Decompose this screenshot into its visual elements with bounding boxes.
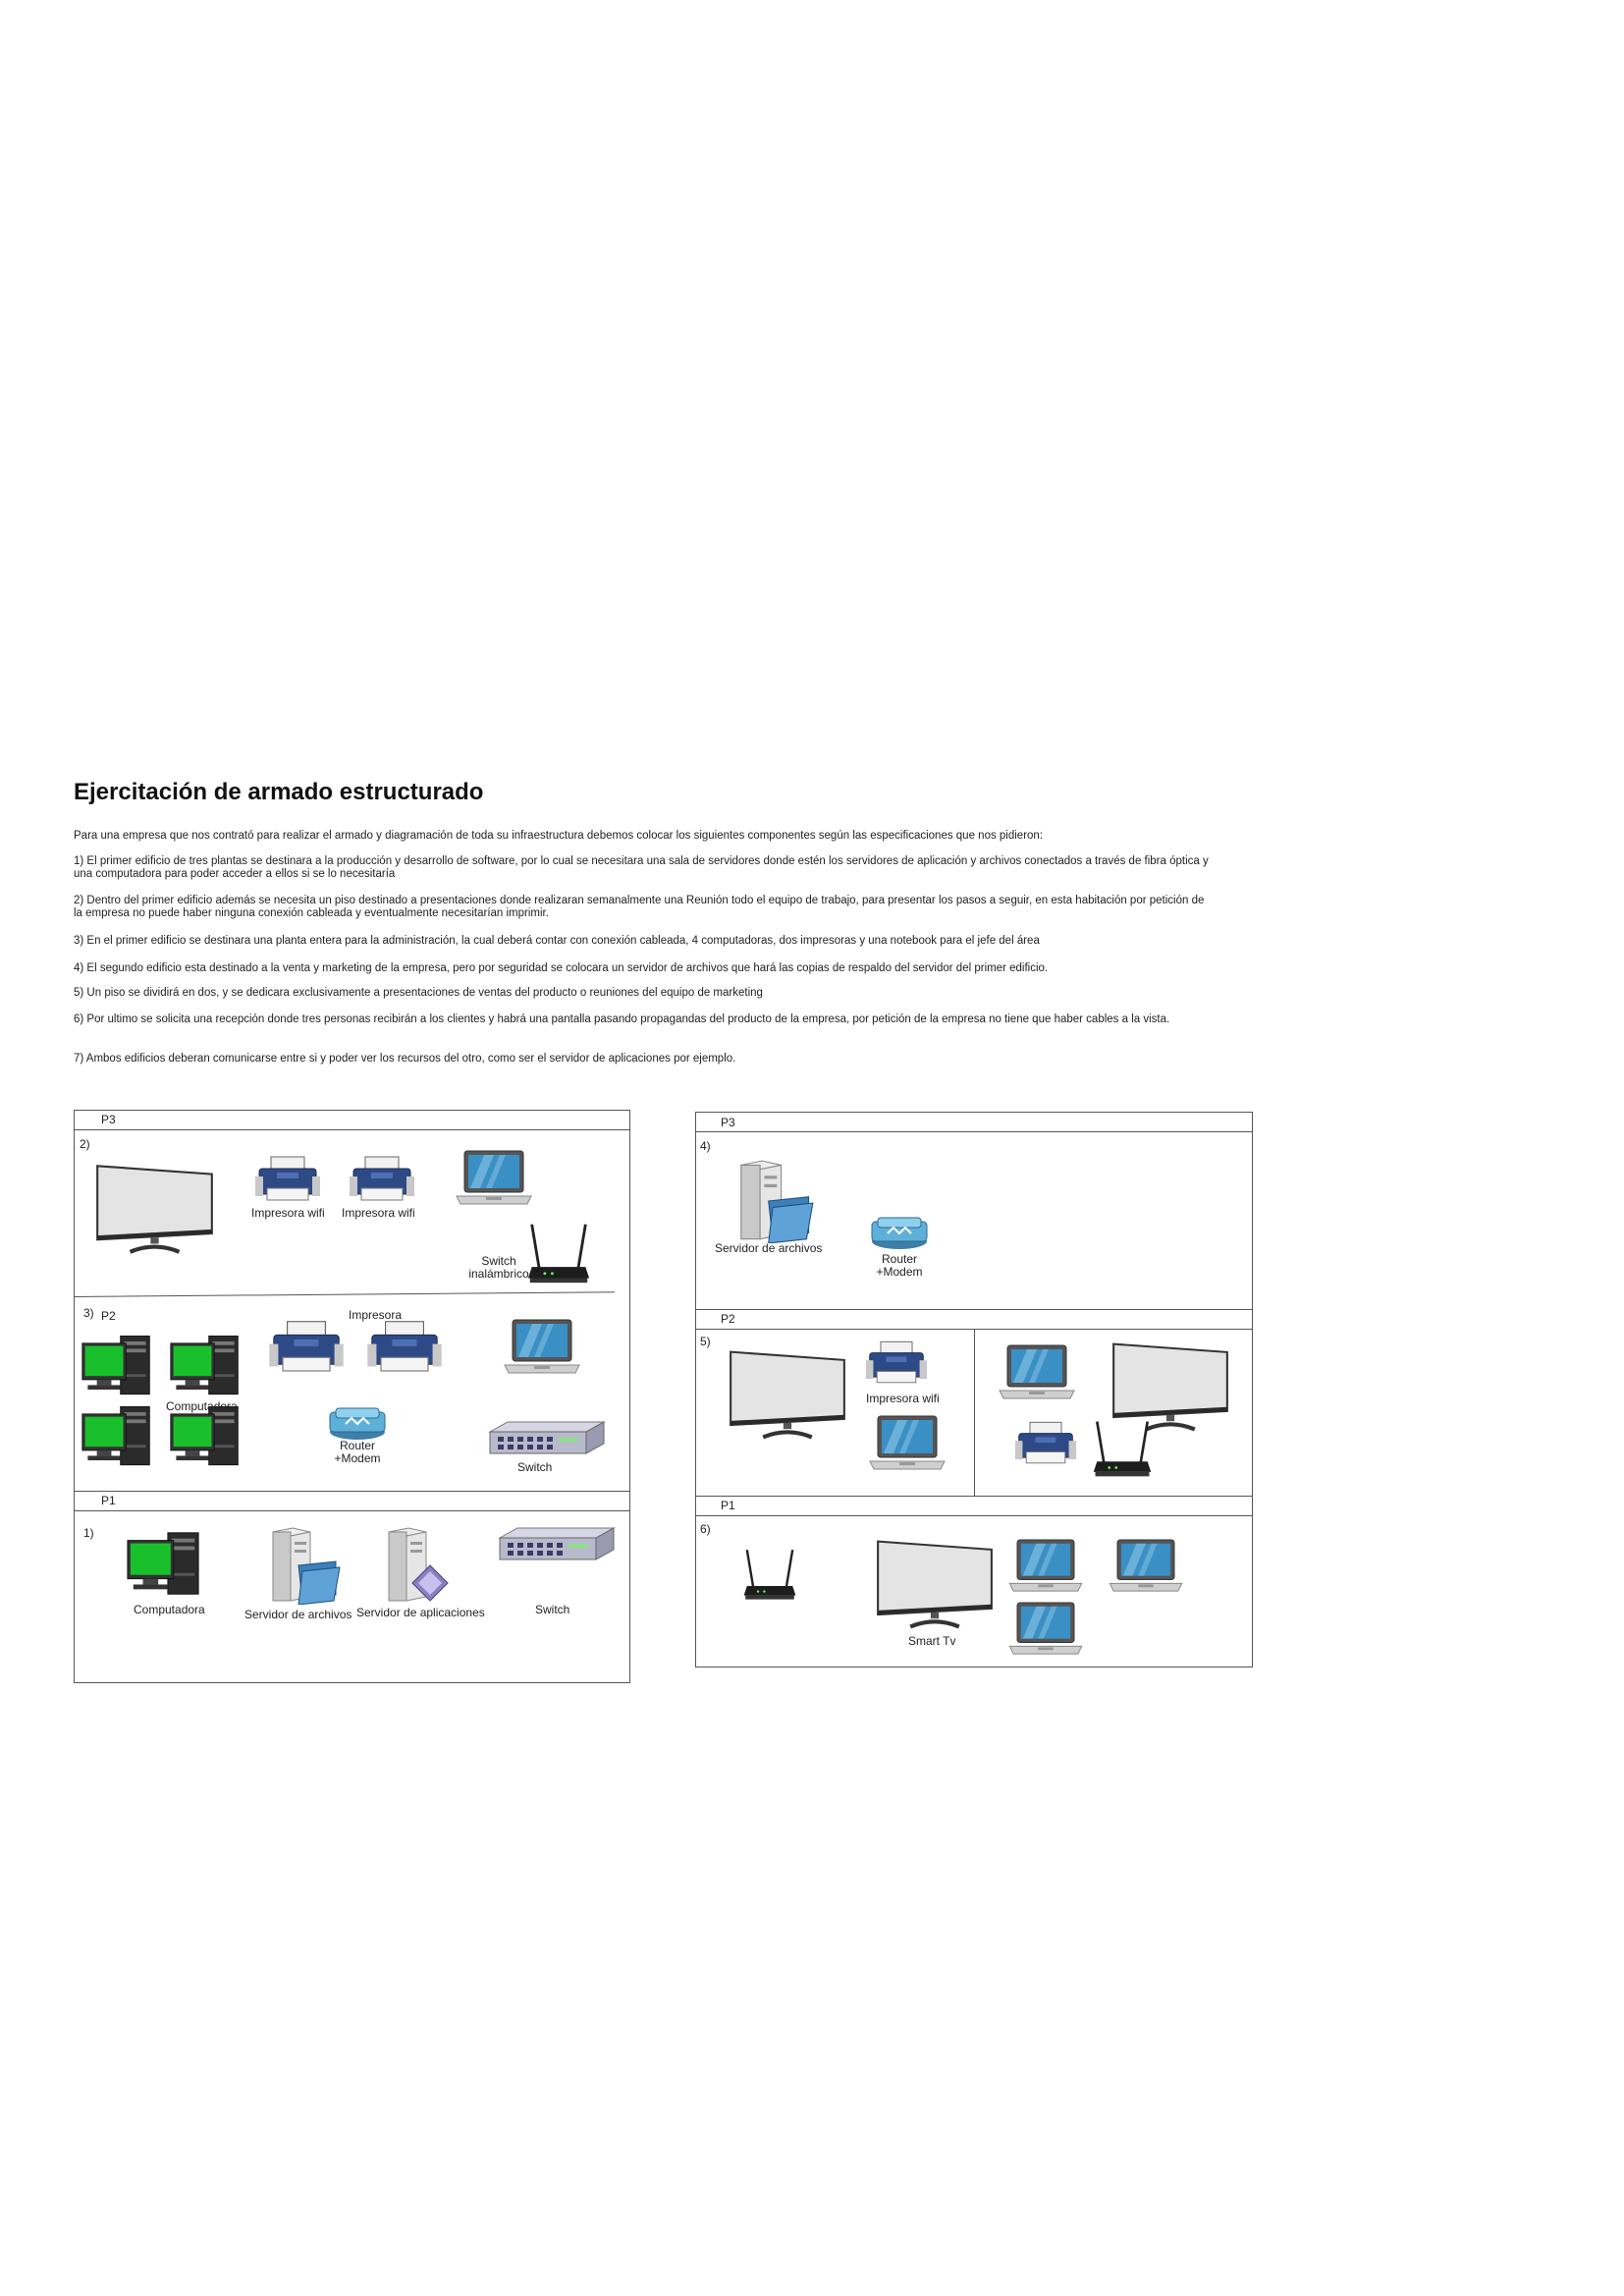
network-switch-icon (487, 1420, 607, 1455)
laptop-icon (503, 1318, 581, 1377)
page-title: Ejercitación de armado estructurado (74, 779, 484, 805)
b1-f3-printer-1-caption: Impresora wifi (251, 1206, 325, 1220)
paragraph-3: 3) En el primer edificio se destinara un… (74, 935, 1040, 947)
router-modem-icon (328, 1402, 387, 1442)
router-modem-icon (870, 1212, 929, 1251)
b1-floor-2-label: P2 (101, 1309, 116, 1323)
b1-f2-printers-caption: Impresora (349, 1308, 403, 1322)
b2-floor-3-number: 4) (700, 1139, 711, 1153)
paragraph-5: 5) Un piso se dividirá en dos, y se dedi… (74, 987, 763, 999)
b2-floor-1-header-line (695, 1515, 1253, 1516)
laptop-icon (1007, 1538, 1084, 1595)
smart-tv-icon (874, 1532, 996, 1634)
b1-floor-2-number: 3) (83, 1306, 94, 1320)
b2-floor-3-label: P3 (721, 1116, 735, 1129)
intro-paragraph: Para una empresa que nos contrató para r… (74, 830, 1044, 842)
b2-floor-1-label: P1 (721, 1499, 735, 1512)
printer-icon (864, 1339, 929, 1387)
b1-f1-computer-caption: Computadora (134, 1603, 205, 1616)
desktop-computer-icon (126, 1530, 202, 1599)
laptop-icon (1108, 1538, 1184, 1595)
network-switch-icon (497, 1526, 617, 1561)
b2-f3-router-caption: Router +Modem (876, 1252, 923, 1279)
b1-f1-app-server-caption: Servidor de aplicaciones (356, 1606, 485, 1619)
desktop-computer-icon (169, 1334, 242, 1398)
b1-f3-switch-caption: Switch inalámbrico (468, 1254, 529, 1281)
b1-f2-computers-caption: Computadora (166, 1399, 238, 1413)
b2-f3-file-server-caption: Servidor de archivos (715, 1241, 823, 1255)
b2-floor-1-number: 6) (700, 1522, 711, 1536)
b1-f2-switch-caption: Switch (517, 1460, 553, 1474)
printer-icon (253, 1155, 322, 1204)
paragraph-6: 6) Por ultimo se solicita una recepción … (74, 1013, 1170, 1025)
b1-floor-3-number: 2) (80, 1137, 90, 1151)
b2-floor-3-header-line (695, 1131, 1253, 1132)
printer-icon (267, 1316, 346, 1379)
application-server-icon (379, 1526, 458, 1605)
file-server-icon (731, 1159, 815, 1243)
b1-floor-1-label: P1 (101, 1494, 116, 1507)
floor-1-header-line (74, 1510, 630, 1511)
printer-icon (1013, 1420, 1078, 1467)
presentation-screen-icon (93, 1162, 216, 1254)
floor-2-divider (74, 1491, 630, 1492)
laptop-icon (1007, 1601, 1084, 1658)
b2-f1-tv-caption: Smart Tv (908, 1634, 956, 1648)
paragraph-4: 4) El segundo edificio esta destinado a … (74, 962, 1049, 974)
wireless-router-icon (1092, 1414, 1153, 1483)
laptop-icon (455, 1149, 533, 1208)
printer-icon (365, 1316, 444, 1379)
presentation-screen-icon (727, 1347, 848, 1440)
paragraph-2: 2) Dentro del primer edificio además se … (74, 895, 1205, 919)
paragraph-7: 7) Ambos edificios deberan comunicarse e… (74, 1053, 736, 1065)
desktop-computer-icon (169, 1404, 242, 1469)
file-server-icon (263, 1526, 342, 1605)
b1-f3-printer-2-caption: Impresora wifi (342, 1206, 415, 1220)
paragraph-1: 1) El primer edificio de tres plantas se… (74, 855, 1209, 880)
b2-floor-2-number: 5) (700, 1335, 711, 1348)
b1-floor-3-label: P3 (101, 1113, 116, 1126)
printer-icon (348, 1155, 416, 1204)
b2-floor-2-room-divider (974, 1329, 975, 1496)
b2-floor-2-divider (695, 1496, 1253, 1497)
b2-floor-3-divider (695, 1309, 1253, 1310)
floor-3-header-line (74, 1129, 630, 1130)
b1-f1-file-server-caption: Servidor de archivos (244, 1608, 352, 1621)
laptop-icon (868, 1414, 947, 1473)
desktop-computer-icon (81, 1404, 153, 1469)
b2-floor-2-label: P2 (721, 1312, 735, 1326)
building-2-frame (695, 1112, 1253, 1667)
desktop-computer-icon (81, 1334, 153, 1398)
wireless-router-icon (742, 1540, 797, 1609)
building-1-frame (74, 1110, 630, 1683)
laptop-icon (998, 1343, 1076, 1402)
b1-f2-router-caption: Router +Modem (334, 1439, 381, 1465)
b1-floor-1-number: 1) (83, 1526, 94, 1540)
b1-f1-switch-caption: Switch (535, 1603, 570, 1616)
b2-f2-printer-caption: Impresora wifi (866, 1392, 940, 1405)
